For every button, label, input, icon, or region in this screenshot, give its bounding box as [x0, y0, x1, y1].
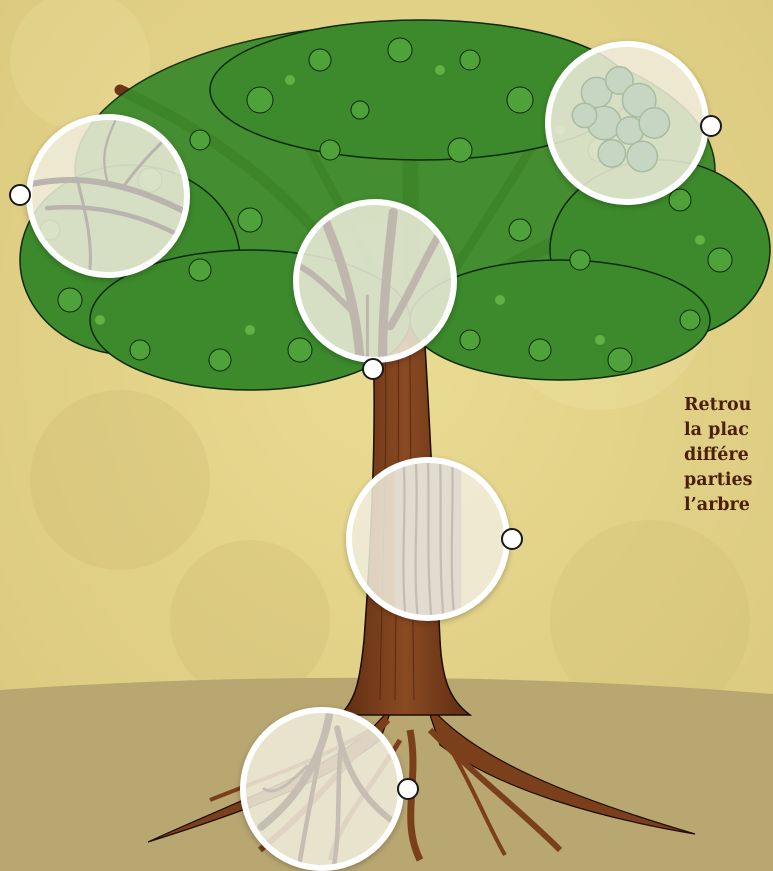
trunk-bark-detail-image	[352, 463, 504, 615]
drop-zone-roots[interactable]	[240, 707, 404, 871]
instruction-line: la plac	[684, 418, 773, 443]
drop-zone-leaves[interactable]	[545, 41, 709, 205]
instruction-line: Retrou	[684, 393, 773, 418]
drag-handle-fork[interactable]	[362, 358, 384, 380]
drag-handle-roots[interactable]	[397, 778, 419, 800]
instruction-line: différe	[684, 443, 773, 468]
drop-zone-fork[interactable]	[293, 199, 457, 363]
drag-handle-leaves[interactable]	[700, 115, 722, 137]
fork-detail-image	[299, 205, 451, 357]
drop-zone-branches[interactable]	[26, 114, 190, 278]
instruction-line: parties	[684, 468, 773, 493]
instruction-line: l’arbre	[684, 493, 773, 518]
drag-handle-trunk[interactable]	[501, 528, 523, 550]
leaves-detail-image	[551, 47, 703, 199]
drop-zone-trunk[interactable]	[346, 457, 510, 621]
drag-handle-branches[interactable]	[9, 184, 31, 206]
roots-detail-image	[246, 713, 398, 865]
instruction-text: Retrou la plac différe parties l’arbre	[684, 393, 773, 518]
branches-detail-image	[32, 120, 184, 272]
